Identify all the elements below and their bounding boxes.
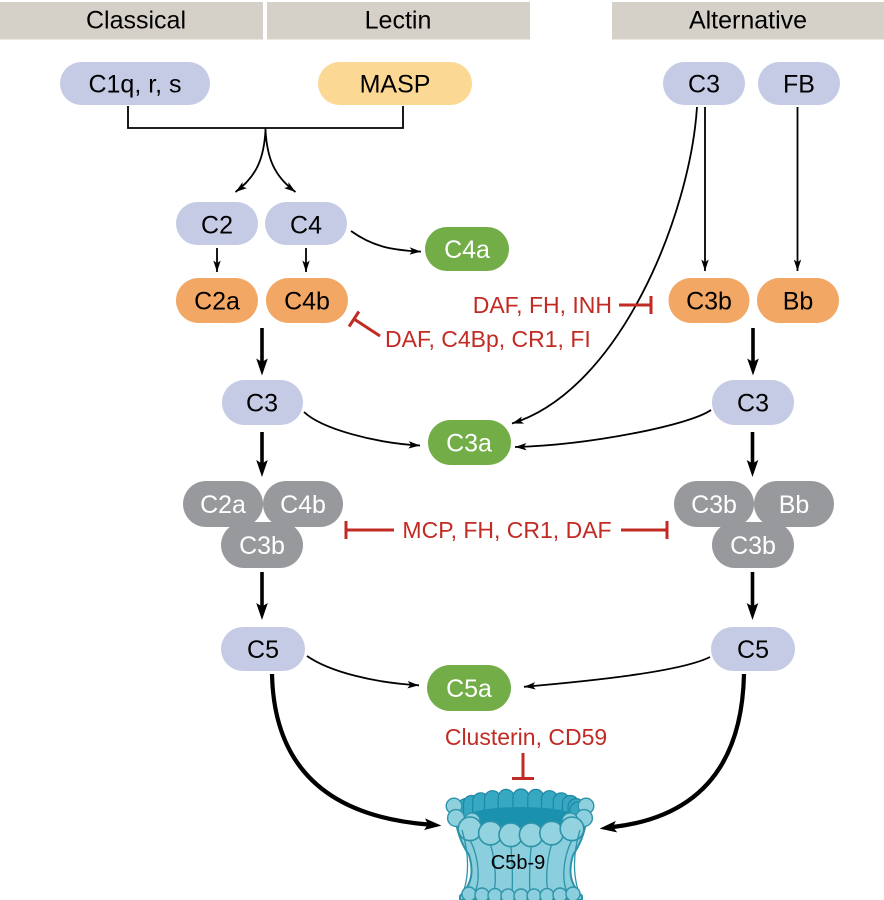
svg-text:C5: C5 <box>737 636 769 664</box>
svg-text:Clusterin, CD59: Clusterin, CD59 <box>445 724 607 750</box>
svg-text:FB: FB <box>783 71 815 99</box>
svg-text:C3b: C3b <box>239 532 285 560</box>
svg-text:DAF, C4Bp, CR1, FI: DAF, C4Bp, CR1, FI <box>385 326 591 352</box>
svg-text:C2a: C2a <box>200 491 246 519</box>
svg-text:MCP, FH, CR1, DAF: MCP, FH, CR1, DAF <box>402 517 611 543</box>
svg-text:MASP: MASP <box>360 71 431 99</box>
svg-text:C3a: C3a <box>446 430 492 458</box>
svg-text:C3b: C3b <box>691 491 737 519</box>
svg-text:C3b: C3b <box>686 288 732 316</box>
svg-text:C5: C5 <box>247 636 279 664</box>
svg-text:C3: C3 <box>688 71 720 99</box>
svg-text:Bb: Bb <box>779 491 810 519</box>
svg-text:C4b: C4b <box>280 491 326 519</box>
svg-text:Bb: Bb <box>783 288 814 316</box>
svg-text:C1q, r, s: C1q, r, s <box>88 71 181 99</box>
svg-text:C3b: C3b <box>730 532 776 560</box>
svg-text:Lectin: Lectin <box>365 7 432 35</box>
svg-text:C4a: C4a <box>444 236 490 264</box>
svg-text:Classical: Classical <box>86 7 186 35</box>
svg-text:C5a: C5a <box>446 675 492 703</box>
svg-text:C3: C3 <box>246 390 278 418</box>
svg-text:C2: C2 <box>201 212 233 240</box>
svg-text:DAF, FH, INH: DAF, FH, INH <box>473 292 612 318</box>
svg-text:C4: C4 <box>290 212 322 240</box>
svg-text:C4b: C4b <box>284 288 330 316</box>
svg-text:C3: C3 <box>737 390 769 418</box>
svg-text:Alternative: Alternative <box>689 7 807 35</box>
svg-text:C5b-9: C5b-9 <box>491 852 545 874</box>
svg-text:C2a: C2a <box>194 288 240 316</box>
